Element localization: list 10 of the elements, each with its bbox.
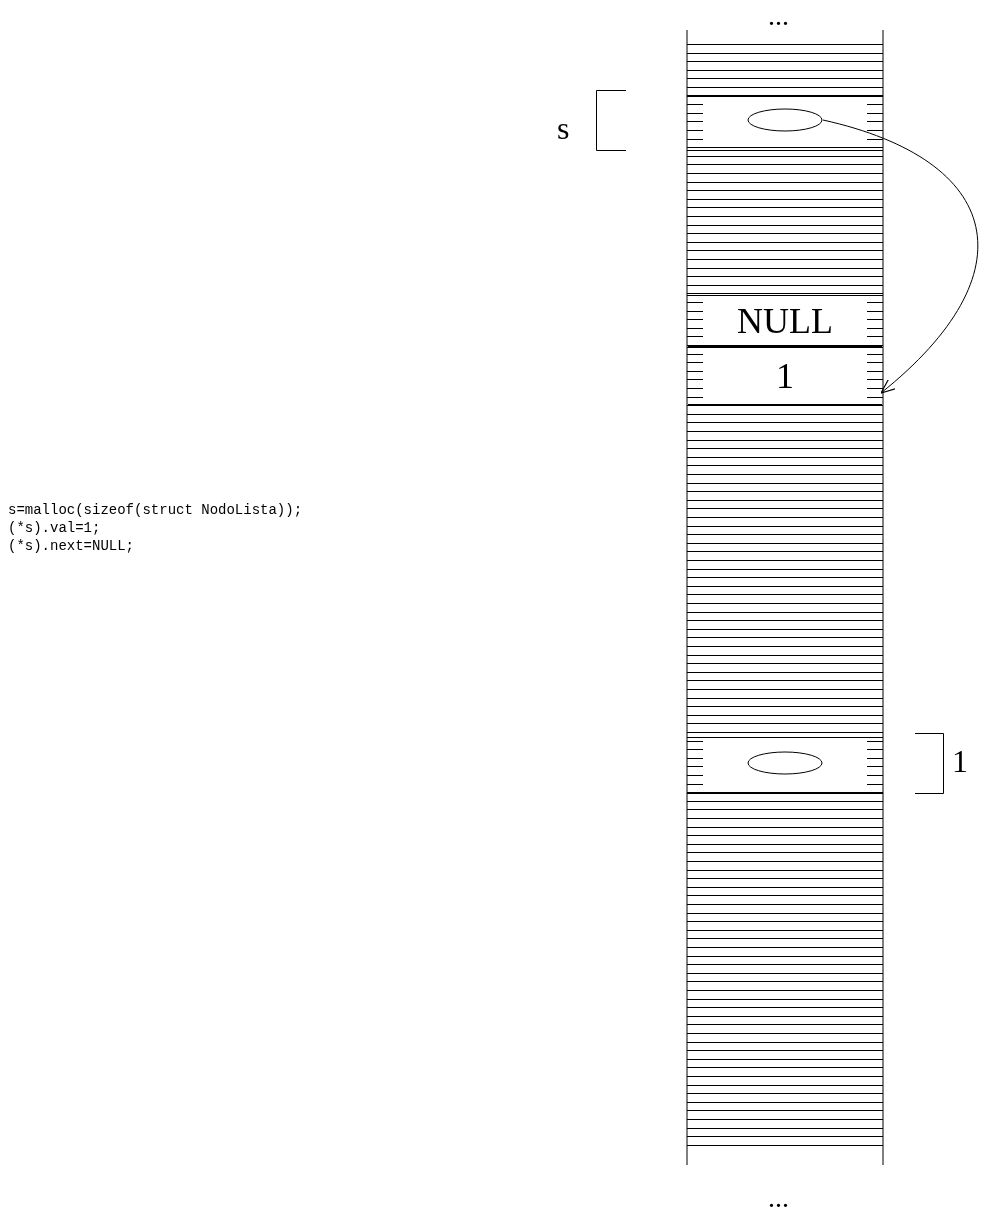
code-line: (*s).val=1;	[8, 520, 101, 536]
continuation-dots: ...	[768, 0, 789, 32]
arrow	[822, 119, 979, 394]
cell-value: NULL	[737, 303, 833, 339]
code-line: s=malloc(sizeof(struct NodoLista));	[8, 502, 303, 518]
code-line: (*s).next=NULL;	[8, 538, 135, 554]
continuation-dots: ...	[768, 1182, 789, 1214]
pointer-label: s	[557, 112, 570, 144]
pointer-label: 1	[952, 745, 968, 777]
cell-value: 1	[776, 358, 794, 394]
